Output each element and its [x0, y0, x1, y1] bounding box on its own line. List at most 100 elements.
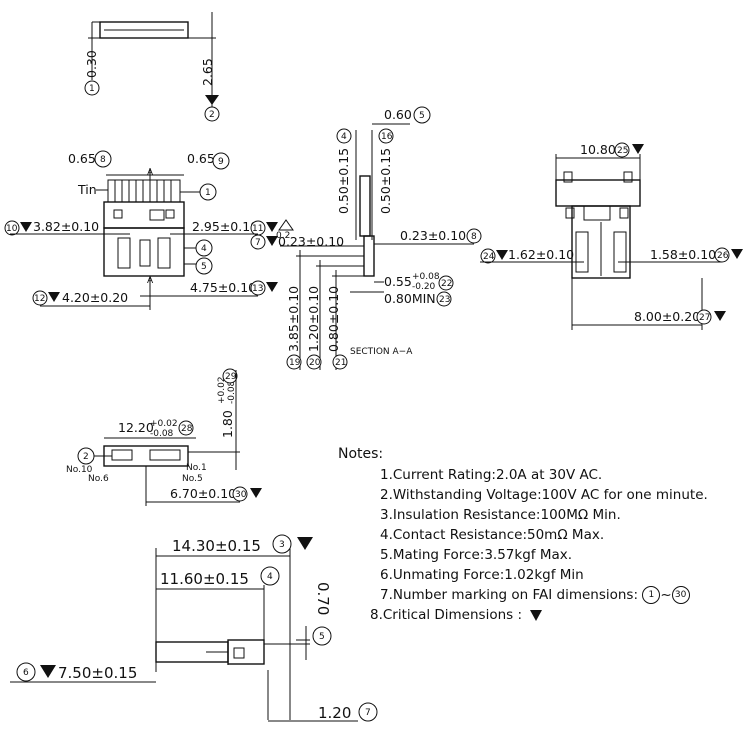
dim-2-65: 2.65 [200, 58, 215, 86]
svg-text:28: 28 [181, 424, 193, 434]
svg-text:11: 11 [252, 224, 263, 234]
note-5: 5.Mating Force:3.57kgf Max. [380, 547, 573, 563]
svg-text:3: 3 [279, 540, 285, 550]
note-1: 1.Current Rating:2.0A at 30V AC. [380, 467, 603, 483]
dim-1-58: 1.58±0.10 [650, 247, 716, 262]
dim-0-30: 0.30 [84, 50, 99, 78]
dim-1-62: 1.62±0.10 [508, 247, 574, 262]
svg-text:-0.08: -0.08 [150, 429, 174, 439]
note-8: 8.Critical Dimensions : [338, 605, 708, 625]
svg-text:5: 5 [319, 632, 325, 642]
dim-7-50: 7.50±0.15 [58, 664, 137, 682]
svg-text:30: 30 [235, 490, 247, 500]
svg-text:21: 21 [335, 358, 346, 368]
svg-text:20: 20 [309, 358, 321, 368]
svg-text:2: 2 [209, 110, 215, 120]
dim-0-70: 0.70 [314, 582, 332, 615]
dim-6-70: 6.70±0.10 [170, 486, 236, 501]
note-7: 7.Number marking on FAI dimensions: 1~30 [338, 585, 708, 605]
note-2: 2.Withstanding Voltage:100V AC for one m… [380, 487, 708, 503]
tin-label: Tin [77, 182, 97, 197]
bottom-view-body [103, 445, 189, 467]
svg-text:1: 1 [89, 84, 95, 94]
svg-text:9: 9 [218, 157, 224, 167]
notes-heading: Notes: [338, 446, 384, 462]
svg-text:+0.08: +0.08 [412, 272, 440, 282]
dim-12-20: 12.20 [118, 420, 154, 435]
svg-text:6: 6 [23, 668, 29, 678]
dim-0-60: 0.60 [384, 107, 412, 122]
dim-0-65-right: 0.65 [187, 151, 215, 166]
svg-text:+0.02: +0.02 [217, 376, 227, 404]
pin-no5-label: No.5 [182, 474, 203, 484]
front-pins [107, 179, 181, 203]
note-4: 4.Contact Resistance:50mΩ Max. [380, 527, 605, 543]
pin-no6-label: No.6 [88, 474, 109, 484]
dim-1-80: 1.80 [220, 410, 235, 438]
dim-11-60: 11.60±0.15 [160, 570, 249, 588]
svg-text:13: 13 [252, 284, 263, 294]
side-view-body [571, 205, 631, 279]
svg-text:5: 5 [419, 111, 425, 121]
svg-text:16: 16 [381, 132, 393, 142]
svg-text:2: 2 [83, 452, 89, 462]
note-8-text: 8.Critical Dimensions : [370, 607, 523, 623]
dim-10-80: 10.80 [580, 142, 616, 157]
svg-text:-0.20: -0.20 [412, 282, 436, 292]
dim-2-95: 2.95±0.10 [192, 219, 258, 234]
svg-text:8: 8 [471, 232, 477, 242]
svg-text:10: 10 [6, 224, 18, 234]
dim-0-80-min: 0.80MIN [384, 291, 436, 306]
svg-text:22: 22 [441, 279, 452, 289]
svg-text:12: 12 [34, 294, 45, 304]
pin-no10-label: No.10 [66, 465, 93, 475]
bottom-view: 1.80 +0.02 -0.08 29 12.20 +0.02 -0.08 28… [66, 368, 262, 506]
svg-text:1: 1 [205, 188, 211, 198]
svg-text:-0.08: -0.08 [227, 380, 237, 404]
notes-block: Notes: 1.Current Rating:2.0A at 30V AC. … [338, 446, 708, 625]
svg-text:4: 4 [341, 132, 347, 142]
svg-text:23: 23 [439, 295, 450, 305]
svg-text:26: 26 [717, 251, 729, 261]
dim-4-20: 4.20±0.20 [62, 290, 128, 305]
top-view: 0.30 2.65 1 2 [84, 12, 220, 122]
svg-text:19: 19 [289, 358, 301, 368]
svg-text:25: 25 [617, 146, 628, 156]
dim-0-50-a: 0.50±0.15 [336, 148, 351, 214]
note-3: 3.Insulation Resistance:100MΩ Min. [380, 507, 621, 523]
note-7-from-bubble: 1 [642, 586, 661, 604]
lower-profile-view: 14.30±0.15 3 11.60±0.15 4 0.70 5 6 7.50±… [10, 534, 378, 722]
dim-3-82: 3.82±0.10 [33, 219, 99, 234]
svg-text:8: 8 [100, 155, 106, 165]
svg-text:+0.02: +0.02 [150, 419, 178, 429]
dim-14-30: 14.30±0.15 [172, 537, 261, 555]
note-7-sep: ~ [660, 587, 672, 603]
side-view: 10.80 25 24 1.62±0.10 1.58±0.10 26 8.00±… [480, 142, 743, 330]
dim-1-20: 1.20±0.10 [306, 286, 321, 352]
svg-text:29: 29 [225, 372, 237, 382]
dim-0-80: 0.80±0.10 [326, 286, 341, 352]
svg-text:7: 7 [365, 708, 371, 718]
dim-0-23-b: 0.23±0.10 [278, 234, 344, 249]
note-6: 6.Unmating Force:1.02kgf Min [380, 567, 584, 583]
svg-text:4: 4 [267, 572, 273, 582]
dim-0-23-a: 0.23±0.10 [400, 228, 466, 243]
svg-text:7: 7 [255, 238, 261, 248]
dim-0-50-b: 0.50±0.15 [378, 148, 393, 214]
dim-1-20-lower: 1.20 [318, 704, 351, 722]
section-a-a-view: 0.60 5 4 0.50±0.15 16 0.50±0.15 0.23±0.1… [250, 106, 482, 370]
note-7-to-bubble: 30 [671, 586, 690, 604]
svg-text:0.2: 0.2 [276, 231, 290, 241]
section-contact [363, 235, 375, 277]
note-7-text: 7.Number marking on FAI dimensions: [380, 587, 639, 603]
pin-no1-label: No.1 [186, 463, 207, 473]
dim-0-55: 0.55 [384, 274, 412, 289]
critical-triangle-icon [530, 609, 543, 621]
svg-text:5: 5 [201, 262, 207, 272]
dim-0-65-left: 0.65 [68, 151, 96, 166]
front-view-body [103, 227, 185, 277]
front-view: 0.65 8 0.65 9 A Tin 1 [4, 150, 294, 310]
svg-text:4: 4 [201, 244, 207, 254]
